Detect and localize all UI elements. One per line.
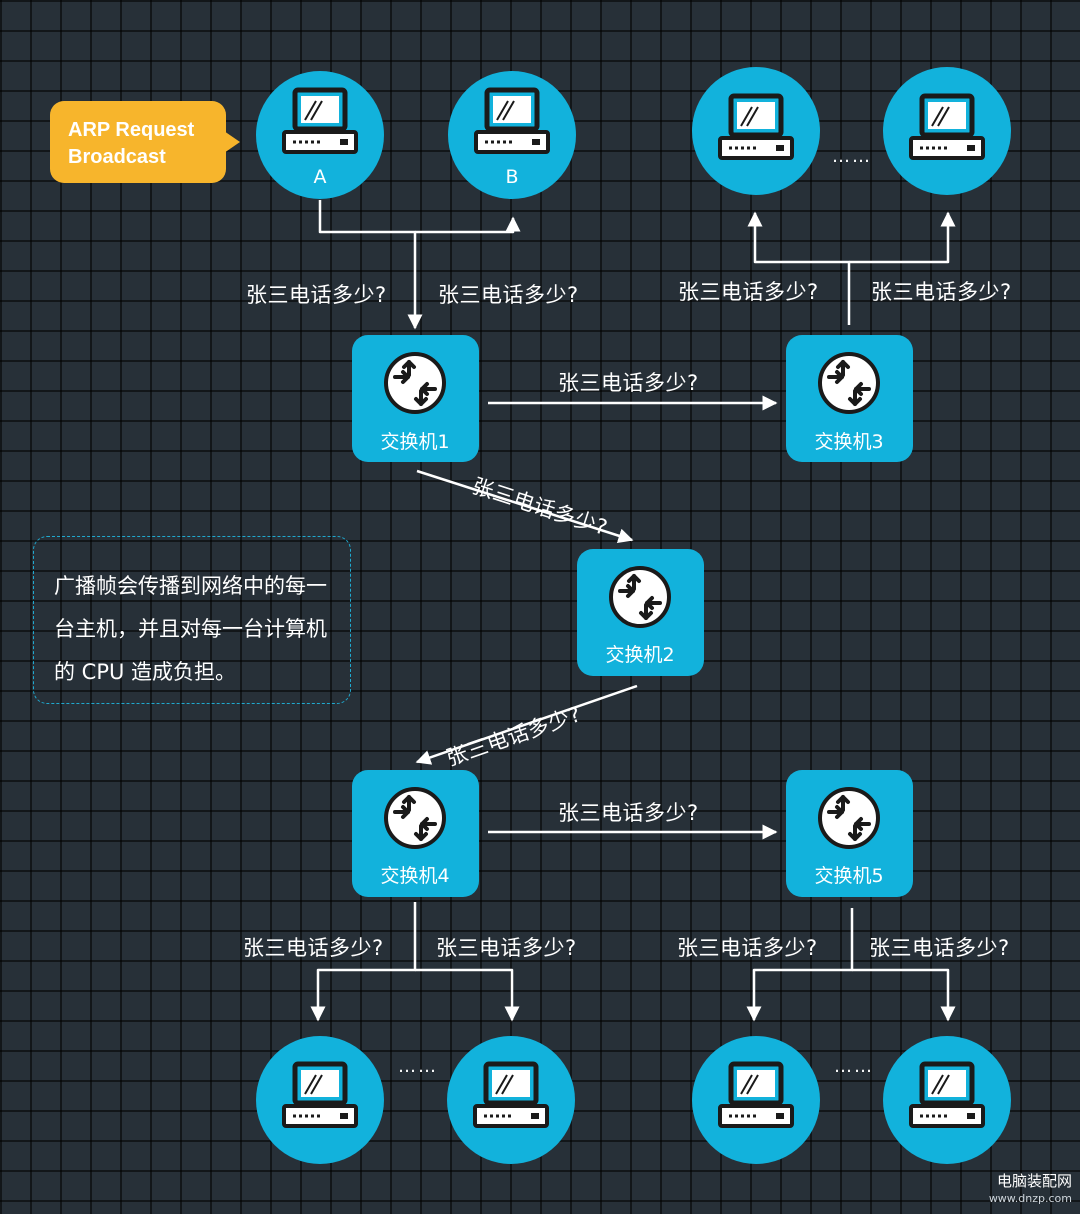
message-label: 张三电话多少? bbox=[246, 283, 387, 307]
switch-1 bbox=[352, 335, 479, 462]
switch-5-label: 交换机5 bbox=[814, 865, 884, 887]
watermark: 电脑装配网 www.dnzp.com bbox=[989, 1172, 1072, 1208]
link-s5-host-right bbox=[852, 968, 956, 1022]
host-a bbox=[256, 71, 384, 199]
message-label: 张三电话多少? bbox=[677, 936, 818, 960]
router-icon bbox=[818, 352, 880, 414]
switch-2 bbox=[577, 549, 704, 676]
message-label: 张三电话多少? bbox=[869, 936, 1010, 960]
message-label: 张三电话多少? bbox=[871, 280, 1012, 304]
message-label: 张三电话多少? bbox=[558, 371, 699, 395]
link-s3-host-right bbox=[849, 211, 956, 264]
connectors bbox=[310, 200, 956, 1022]
message-label: 张三电话多少? bbox=[436, 936, 577, 960]
ellipsis-top: …… bbox=[832, 146, 872, 167]
message-label: 张三电话多少? bbox=[243, 936, 384, 960]
computer-icon bbox=[475, 1064, 547, 1126]
message-label: 张三电话多少? bbox=[678, 280, 819, 304]
host-bottom-3 bbox=[692, 1036, 820, 1164]
host-b bbox=[448, 71, 576, 199]
switch-4 bbox=[352, 770, 479, 897]
message-label: 张三电话多少? bbox=[558, 801, 699, 825]
switch-4-label: 交换机4 bbox=[380, 865, 450, 887]
arp-bubble-line2: Broadcast bbox=[68, 146, 166, 168]
link-s2-to-s4 bbox=[415, 684, 638, 765]
link-s4-host-right bbox=[415, 968, 520, 1022]
computer-icon bbox=[476, 90, 548, 152]
ellipsis-bottom-left: …… bbox=[398, 1056, 438, 1077]
link-s3-hosts bbox=[747, 211, 851, 325]
router-icon bbox=[818, 787, 880, 849]
link-s1-to-a bbox=[318, 200, 423, 330]
switch-1-label: 交换机1 bbox=[380, 431, 450, 453]
switch-5 bbox=[786, 770, 913, 897]
host-top-right-1 bbox=[692, 67, 820, 195]
message-label: 张三电话多少? bbox=[438, 283, 579, 307]
host-a-label: A bbox=[313, 166, 327, 188]
host-bottom-1 bbox=[256, 1036, 384, 1164]
watermark-url: www.dnzp.com bbox=[988, 1192, 1072, 1205]
arp-request-bubble: ARP Request Broadcast bbox=[50, 101, 240, 183]
link-s1-to-b bbox=[415, 216, 521, 234]
router-icon bbox=[384, 352, 446, 414]
link-s1-to-s2 bbox=[416, 469, 634, 544]
switch-3 bbox=[786, 335, 913, 462]
watermark-title: 电脑装配网 bbox=[996, 1172, 1072, 1190]
switch-3-label: 交换机3 bbox=[814, 431, 884, 453]
arp-bubble-line1: ARP Request bbox=[68, 119, 195, 141]
router-icon bbox=[609, 566, 671, 628]
switch-2-label: 交换机2 bbox=[605, 644, 675, 666]
computer-icon bbox=[720, 1064, 792, 1126]
host-bottom-4 bbox=[883, 1036, 1011, 1164]
link-s4-hosts-left bbox=[310, 902, 417, 1022]
host-top-right-2 bbox=[883, 67, 1011, 195]
router-icon bbox=[384, 787, 446, 849]
computer-icon bbox=[911, 96, 983, 158]
broadcast-note: 广播帧会传播到网络中的每一台主机，并且对每一台计算机的 CPU 造成负担。 bbox=[33, 536, 351, 704]
computer-icon bbox=[284, 90, 356, 152]
computer-icon bbox=[911, 1064, 983, 1126]
host-b-label: B bbox=[505, 166, 519, 188]
computer-icon bbox=[720, 96, 792, 158]
host-bottom-2 bbox=[447, 1036, 575, 1164]
link-s5-hosts-left bbox=[746, 908, 854, 1022]
computer-icon bbox=[284, 1064, 356, 1126]
ellipsis-bottom-right: …… bbox=[834, 1056, 874, 1077]
